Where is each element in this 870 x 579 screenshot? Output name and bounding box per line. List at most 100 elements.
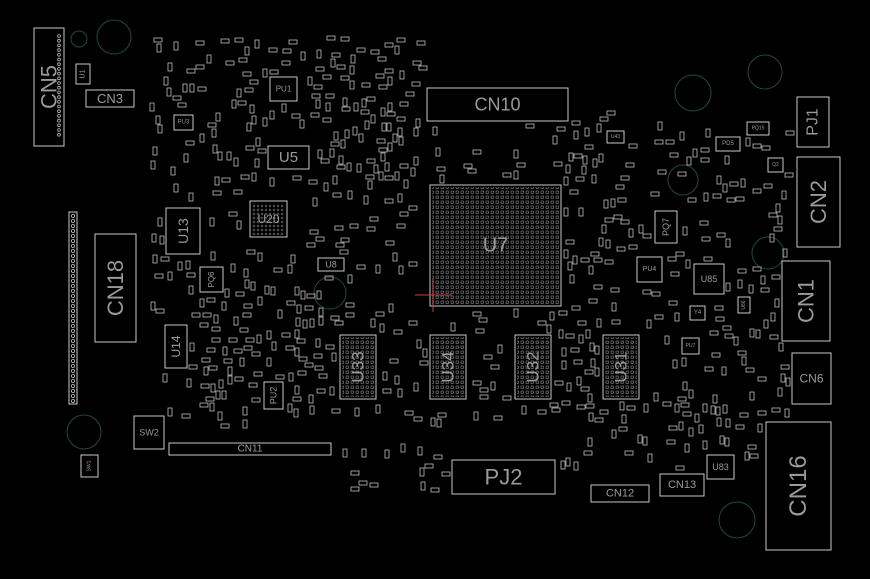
smd-pad — [703, 256, 713, 262]
smd-pad — [226, 151, 232, 161]
component-u20[interactable]: U20 — [249, 200, 288, 238]
smd-pad — [620, 219, 630, 225]
component-u14[interactable]: U14 — [164, 324, 188, 369]
smd-pad — [375, 404, 381, 414]
smd-pad — [413, 416, 423, 422]
smd-pad — [330, 141, 340, 147]
mounting-hole — [674, 74, 712, 112]
component-u8[interactable]: U8 — [317, 257, 345, 272]
smd-pad — [657, 169, 667, 175]
smd-pad — [651, 291, 661, 297]
component-label: CN1 — [794, 279, 819, 323]
component-pj2[interactable]: PJ2 — [451, 459, 556, 495]
smd-pad — [709, 330, 719, 336]
smd-pad — [418, 65, 428, 71]
component-u33[interactable]: U33 — [339, 334, 377, 400]
component-pj1[interactable]: PJ1 — [796, 96, 830, 148]
smd-pad — [687, 197, 697, 203]
pin — [71, 333, 76, 338]
pin — [71, 318, 76, 323]
component-pu1[interactable]: PU1 — [269, 76, 298, 102]
smd-pad — [638, 224, 644, 234]
smd-pad — [577, 320, 587, 326]
smd-pad — [537, 409, 547, 415]
component-pq7[interactable]: PQ7 — [654, 210, 678, 244]
smd-pad — [191, 312, 201, 318]
component-u5[interactable]: U5 — [267, 145, 310, 170]
component-pd5[interactable]: PD5 — [715, 136, 741, 152]
component-outline — [654, 210, 678, 244]
component-outline — [796, 156, 841, 248]
smd-pad — [408, 205, 418, 211]
smd-pad — [251, 351, 261, 357]
smd-pad — [387, 102, 393, 112]
smd-pad — [617, 197, 627, 203]
component-cn12[interactable]: CN12 — [590, 484, 650, 503]
component-outline — [263, 381, 284, 410]
component-sw1[interactable]: SW1 — [80, 454, 99, 478]
component-u7[interactable]: U7 — [429, 184, 562, 307]
smd-pad — [685, 259, 691, 269]
smd-pad — [576, 404, 586, 410]
smd-pad — [167, 271, 173, 281]
smd-pad — [325, 344, 335, 350]
component-pu7[interactable]: PU7 — [681, 337, 700, 355]
smd-pad — [679, 131, 685, 141]
smd-pad — [551, 407, 561, 413]
smd-pad — [234, 37, 244, 43]
smd-pad — [338, 155, 344, 165]
component-cn5[interactable]: CN5 — [33, 27, 65, 147]
smd-pad — [561, 400, 571, 406]
component-u1[interactable]: U1 — [75, 63, 91, 85]
component-u43[interactable]: U43 — [606, 130, 625, 144]
smd-pad — [722, 325, 732, 331]
component-u86[interactable]: U86 — [737, 296, 751, 314]
component-cn6[interactable]: CN6 — [791, 352, 832, 405]
component-y4[interactable]: Y4 — [689, 305, 706, 321]
component-pu4[interactable]: PU4 — [636, 256, 663, 283]
pin — [71, 243, 76, 248]
smd-pad — [777, 215, 783, 225]
component-outline — [796, 96, 830, 148]
smd-pad — [346, 162, 352, 172]
component-u32[interactable]: U32 — [514, 334, 552, 400]
pin — [71, 253, 76, 258]
smd-pad — [774, 298, 780, 308]
component-u34[interactable]: U34 — [429, 334, 467, 400]
component-cn1[interactable]: CN1 — [781, 260, 831, 342]
component-cn2[interactable]: CN2 — [796, 156, 841, 248]
component-u13[interactable]: U13 — [165, 207, 201, 255]
component-sw2[interactable]: SW2 — [133, 415, 165, 450]
pin — [71, 378, 76, 383]
component-label: CN2 — [806, 180, 831, 224]
component-q2[interactable]: Q2 — [767, 157, 784, 173]
component-pq6[interactable]: PQ6 — [199, 266, 224, 293]
component-pq15[interactable]: PQ15 — [746, 121, 770, 136]
component-cn13[interactable]: CN13 — [659, 473, 705, 497]
smd-pad — [594, 367, 600, 377]
smd-pad — [432, 126, 438, 136]
smd-pad — [463, 163, 473, 169]
smd-pad — [628, 143, 638, 149]
component-cn10[interactable]: CN10 — [426, 87, 569, 122]
smd-pad — [340, 75, 350, 81]
component-u85[interactable]: U85 — [693, 263, 725, 295]
component-cn18[interactable]: CN18 — [94, 233, 137, 343]
smd-pad — [549, 311, 555, 321]
smd-pad — [385, 240, 395, 246]
component-pu2[interactable]: PU2 — [263, 381, 284, 410]
component-cn16[interactable]: CN16 — [765, 421, 832, 551]
component-cn11[interactable]: CN11 — [168, 442, 332, 456]
smd-pad — [682, 381, 688, 391]
component-cn3[interactable]: CN3 — [85, 89, 135, 108]
smd-pad — [201, 357, 211, 363]
smd-pad — [571, 305, 581, 311]
smd-pad — [239, 327, 249, 333]
component-u83[interactable]: U83 — [706, 454, 735, 480]
smd-pad — [318, 307, 324, 317]
component-u31[interactable]: U31 — [602, 334, 640, 400]
component-pu3[interactable]: PU3 — [173, 114, 194, 131]
component-outline — [75, 63, 91, 85]
smd-pad — [249, 79, 259, 85]
